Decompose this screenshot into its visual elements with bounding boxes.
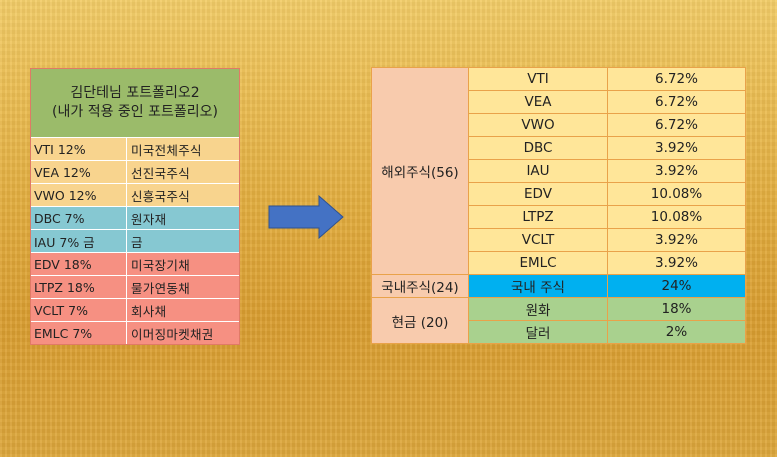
right-arrow-icon (268, 195, 344, 239)
percent-cell: 3.92% (607, 228, 746, 252)
ticker-cell: VEA (468, 90, 608, 114)
asset-name-cell: 이머징마켓채권 (126, 321, 239, 344)
ticker-cell: VEA 12% (31, 160, 127, 184)
ticker-cell: LTPZ 18% (31, 275, 127, 299)
table-row: DBC 3.92% (372, 136, 746, 160)
asset-name-cell: 원자재 (126, 206, 239, 230)
table-row: VWO 6.72% (372, 113, 746, 137)
percent-cell: 3.92% (607, 251, 746, 275)
table-row: 해외주식(56) VTI 6.72% (371, 67, 746, 275)
percent-cell: 3.92% (607, 159, 746, 183)
asset-name-cell: 물가연동채 (126, 275, 239, 299)
table-row: LTPZ 10.08% (372, 205, 746, 229)
table-row: IAU 3.92% (372, 159, 746, 183)
table-row: EMLC 3.92% (372, 251, 746, 275)
asset-name-cell: 미국장기채 (126, 252, 239, 276)
ticker-cell: LTPZ (468, 205, 608, 229)
ticker-cell: VWO (468, 113, 608, 137)
table-row: VEA 6.72% (372, 90, 746, 114)
table-row: 현금 (20) 원화 18% (371, 297, 746, 344)
percent-cell: 10.08% (607, 182, 746, 206)
ticker-cell: VTI 12% (31, 137, 127, 161)
ticker-cell: EDV (468, 182, 608, 206)
ticker-cell: IAU (468, 159, 608, 183)
ticker-cell: VCLT (468, 228, 608, 252)
percent-cell: 6.72% (607, 113, 746, 137)
asset-name-cell: 선진국주식 (126, 160, 239, 184)
table-row: LTPZ 18% 물가연동채 (31, 275, 239, 299)
left-portfolio-table: 김단테님 포트폴리오2 (내가 적용 중인 포트폴리오) VTI 12% 미국전… (30, 68, 240, 345)
ticker-cell: EMLC 7% (31, 321, 127, 344)
table-row: 국내주식(24) 국내 주식 24% (371, 274, 746, 298)
percent-cell: 6.72% (607, 67, 746, 91)
percent-cell: 18% (607, 297, 746, 321)
asset-name-cell: 회사채 (126, 298, 239, 322)
table-row: VCLT 7% 회사채 (31, 298, 239, 322)
ticker-cell: VCLT 7% (31, 298, 127, 322)
left-table-title: 김단테님 포트폴리오2 (내가 적용 중인 포트폴리오) (31, 69, 239, 137)
ticker-cell: 달러 (468, 320, 608, 344)
percent-cell: 2% (607, 320, 746, 344)
ticker-cell: 국내 주식 (468, 274, 608, 298)
table-row: VEA 12% 선진국주식 (31, 160, 239, 184)
asset-name-cell: 신흥국주식 (126, 183, 239, 207)
ticker-cell: IAU 7% 금 (31, 229, 127, 253)
table-row: 달러 2% (372, 320, 746, 344)
table-row: VWO 12% 신흥국주식 (31, 183, 239, 207)
table-row: VCLT 3.92% (372, 228, 746, 252)
title-line-2: (내가 적용 중인 포트폴리오) (52, 104, 218, 120)
table-row: DBC 7% 원자재 (31, 206, 239, 230)
category-cash: 현금 (20) (371, 297, 469, 344)
asset-name-cell: 미국전체주식 (126, 137, 239, 161)
title-line-1: 김단테님 포트폴리오2 (70, 85, 200, 101)
table-row: IAU 7% 금 금 (31, 229, 239, 253)
ticker-cell: DBC 7% (31, 206, 127, 230)
percent-cell: 24% (607, 274, 746, 298)
ticker-cell: DBC (468, 136, 608, 160)
asset-name-cell: 금 (126, 229, 239, 253)
category-domestic-stocks: 국내주식(24) (371, 274, 469, 298)
table-row: EDV 18% 미국장기채 (31, 252, 239, 276)
table-row: VTI 12% 미국전체주식 (31, 137, 239, 161)
ticker-cell: 원화 (468, 297, 608, 321)
ticker-cell: EMLC (468, 251, 608, 275)
ticker-cell: VWO 12% (31, 183, 127, 207)
percent-cell: 10.08% (607, 205, 746, 229)
category-overseas-stocks: 해외주식(56) (371, 67, 469, 275)
percent-cell: 3.92% (607, 136, 746, 160)
right-allocation-table: 해외주식(56) VTI 6.72% VEA 6.72% VWO 6.72% D… (371, 67, 746, 344)
ticker-cell: EDV 18% (31, 252, 127, 276)
ticker-cell: VTI (468, 67, 608, 91)
percent-cell: 6.72% (607, 90, 746, 114)
table-row: EMLC 7% 이머징마켓채권 (31, 321, 239, 344)
